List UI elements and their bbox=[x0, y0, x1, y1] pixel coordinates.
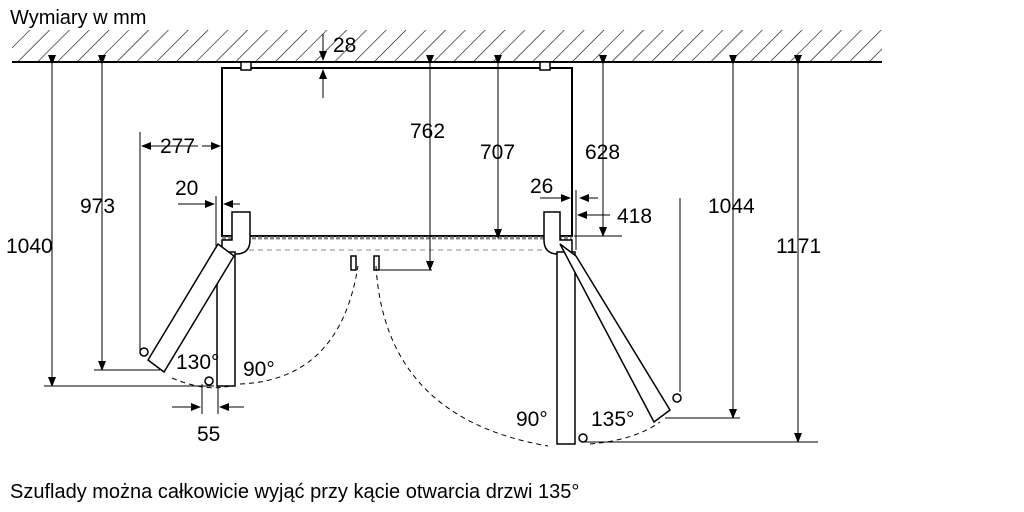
left-door-130 bbox=[139, 242, 235, 374]
dim-1171: 1171 bbox=[776, 235, 821, 258]
dim-973: 973 bbox=[80, 195, 115, 218]
dim-26: 26 bbox=[530, 175, 553, 198]
angle-right-135: 135° bbox=[591, 408, 634, 431]
dim-20: 20 bbox=[175, 177, 198, 200]
dim-277: 277 bbox=[160, 135, 195, 158]
angle-left-130: 130° bbox=[176, 351, 219, 374]
diagram-title: Wymiary w mm bbox=[10, 7, 146, 29]
dim-1040: 1040 bbox=[6, 235, 53, 258]
right-door-135 bbox=[559, 243, 682, 424]
swing-arcs bbox=[171, 265, 661, 447]
dimension-lines bbox=[44, 34, 818, 443]
wall bbox=[12, 30, 882, 63]
dim-762: 762 bbox=[410, 120, 445, 143]
fridge-body bbox=[221, 61, 573, 251]
dim-707: 707 bbox=[480, 141, 515, 164]
dim-628: 628 bbox=[585, 141, 620, 164]
dim-1044: 1044 bbox=[708, 195, 755, 218]
angle-right-90: 90° bbox=[516, 408, 548, 431]
dim-418: 418 bbox=[617, 205, 652, 228]
dim-55: 55 bbox=[197, 423, 220, 446]
angle-left-90: 90° bbox=[243, 358, 275, 381]
caption: Szuflady można całkowicie wyjąć przy kąc… bbox=[10, 481, 579, 503]
dim-28: 28 bbox=[333, 34, 356, 57]
hinges bbox=[221, 211, 573, 271]
